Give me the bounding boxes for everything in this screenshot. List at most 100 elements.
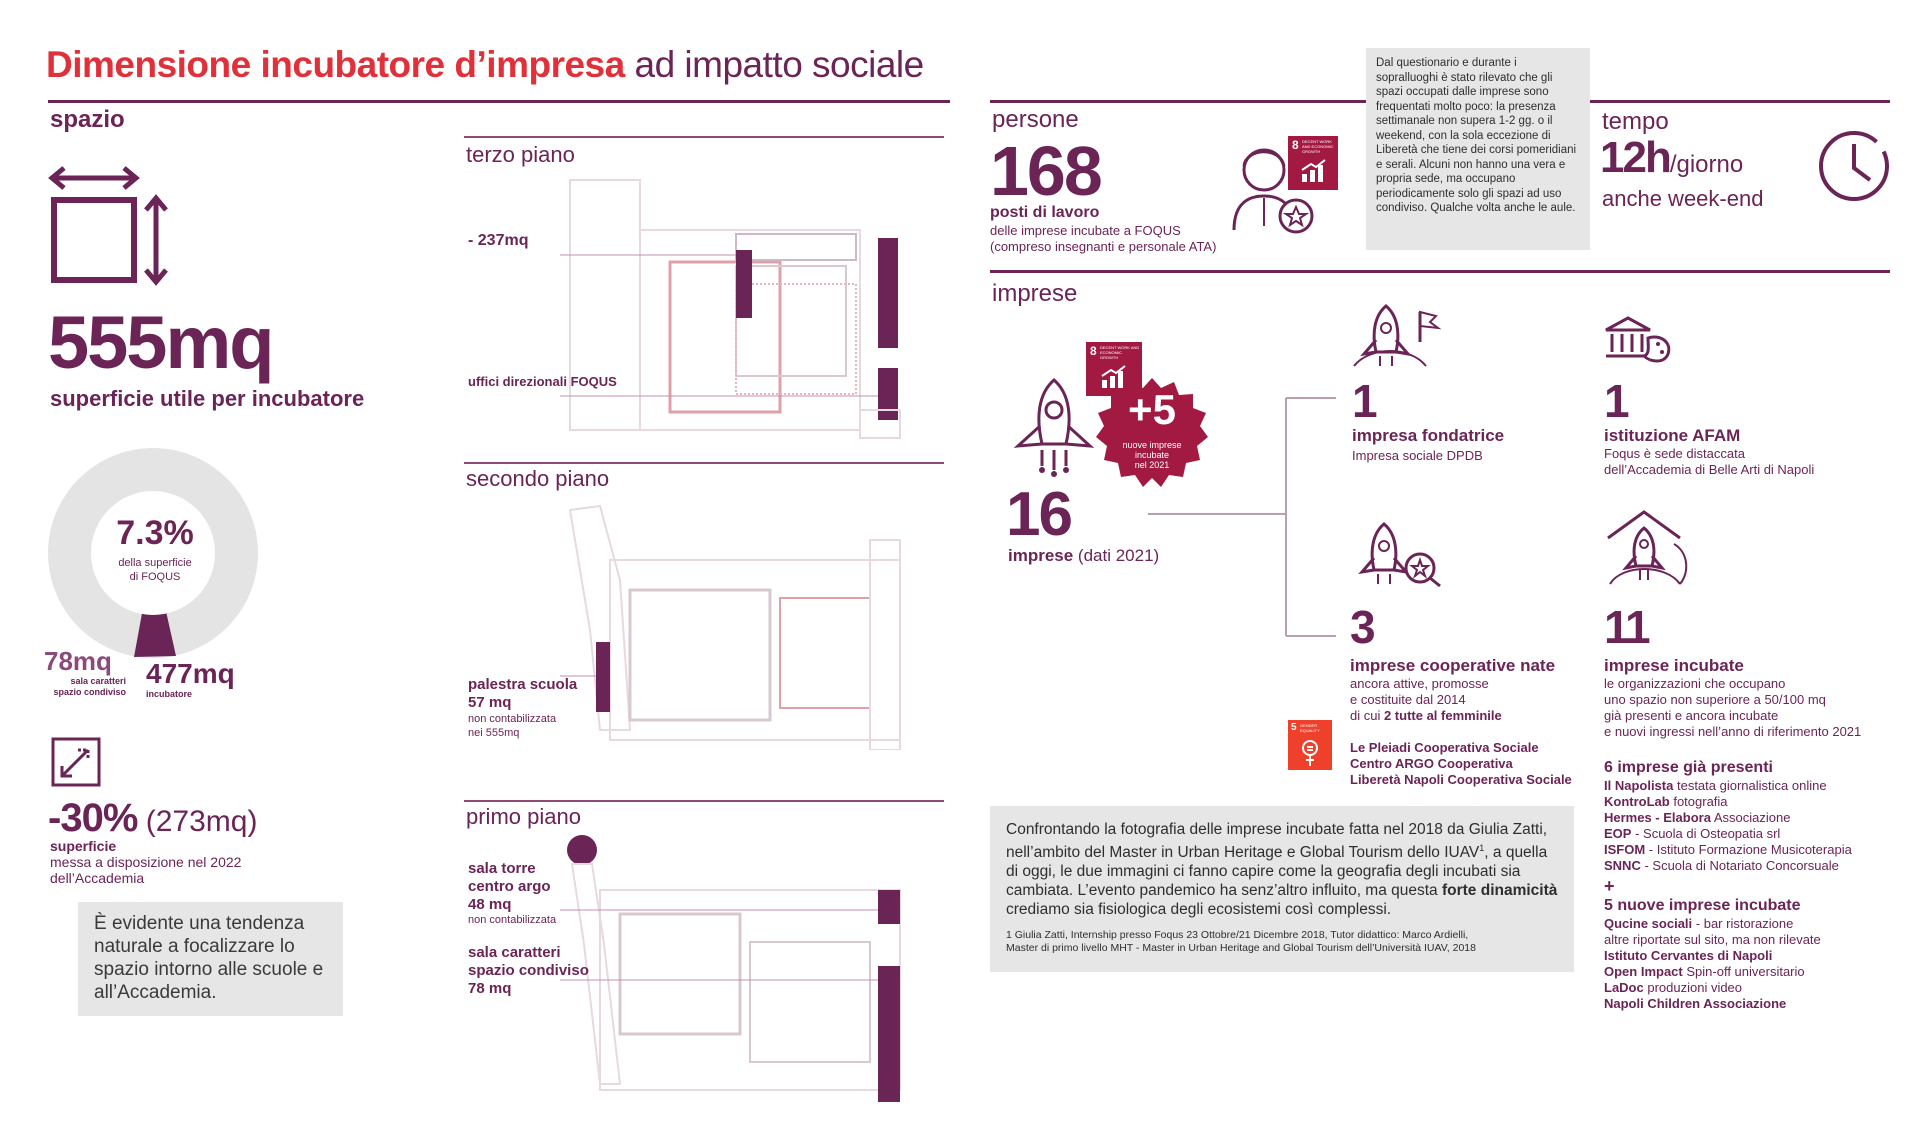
company-desc: - Scuola di Osteopatia srl [1631, 826, 1781, 841]
company-desc: fotografia [1669, 794, 1728, 809]
shared-caption-line: sala caratteri [70, 676, 126, 686]
rocket-house-icon [1607, 510, 1688, 585]
cooperative-title: imprese cooperative nate [1350, 656, 1556, 675]
floor-label-terzo: terzo piano [466, 142, 575, 167]
area-value: 555mq [48, 306, 274, 380]
list-item: KontroLab fotografia [1604, 794, 1852, 810]
reduction-line: dell’Accademia [50, 870, 145, 886]
company-name: SNNC [1604, 858, 1641, 873]
growth-chart-icon [1301, 159, 1326, 182]
primo-annotation-caratteri: sala caratteri spazio condiviso 78 mq [468, 944, 589, 998]
section-label-tempo: tempo [1602, 108, 1669, 135]
shared-caption-line: spazio condiviso [53, 687, 126, 697]
sdg8-badge-imprese: 8 DECENT WORK AND ECONOMIC GROWTH [1086, 342, 1142, 396]
divider [464, 136, 944, 138]
incubate-sub-line: e nuovi ingressi nell’anno di riferiment… [1604, 724, 1862, 739]
clock-icon [1819, 131, 1889, 201]
company-desc: - Istituto Formazione Musicoterapia [1645, 842, 1852, 857]
title-regular: ad impatto sociale [624, 44, 924, 85]
plus-sign: + [1604, 876, 1615, 896]
comparison-text-part: , a quella di oggi, le due immagini ci f… [1006, 844, 1548, 900]
secondo-annotation-sub-line: non contabilizzata [468, 713, 557, 725]
comparison-text-part: Confrontando la fotografia delle imprese… [1006, 821, 1548, 862]
spazio-note: È evidente una tendenza naturale a focal… [78, 902, 343, 1016]
company-name: EOP [1604, 826, 1632, 841]
sdg5-badge: 5 GENDER EQUALITY [1288, 720, 1332, 770]
sdg-number: 5 [1291, 722, 1297, 733]
fondatrice-number: 1 [1352, 375, 1378, 427]
imprese-total-caption-bold: imprese [1008, 546, 1074, 565]
company-name: KontroLab [1604, 794, 1670, 809]
badge-caption-line: nuove imprese [1122, 440, 1182, 450]
primo-annotation-sub: non contabilizzata [468, 914, 557, 926]
floor-plan-terzo [560, 179, 901, 439]
persone-caption: delle imprese incubate a FOQUS (compreso… [990, 223, 1216, 255]
afam-sub-line: dell’Accademia di Belle Arti di Napoli [1604, 462, 1815, 477]
badge-caption: nuove imprese incubate nel 2021 [1108, 440, 1196, 470]
cooperative-list-item: Centro ARGO Cooperativa [1350, 756, 1513, 771]
list-item: Hermes - Elabora Associazione [1604, 810, 1852, 826]
incubate-sub-line: le organizzazioni che occupano [1604, 676, 1786, 691]
cooperative-sub-line: e costituite dal 2014 [1350, 692, 1466, 707]
list-item: LaDoc produzioni video [1604, 980, 1852, 996]
list-item: SNNC - Scuola di Notariato Concorsuale [1604, 858, 1852, 874]
sdg8-badge-persone: 8 DECENT WORK AND ECONOMIC GROWTH [1288, 136, 1338, 190]
rocket-flag-icon [1353, 304, 1442, 367]
cooperative-sub: ancora attive, promosse e costituite dal… [1350, 676, 1502, 724]
cooperative-list: Le Pleiadi Cooperativa Sociale Centro AR… [1350, 740, 1572, 788]
floor-plan-primo [560, 835, 901, 1102]
questionnaire-note: Dal questionario e durante i sopralluogh… [1366, 48, 1590, 250]
imprese-total: 16 [1006, 480, 1073, 549]
area-unit: mq [165, 301, 274, 384]
tempo-value: 12h/giorno [1600, 136, 1743, 180]
footnote: 1 Giulia Zatti, Internship presso Foqus … [1006, 929, 1558, 955]
company-name: LaDoc [1604, 980, 1644, 995]
footnote-ref: 1 [1479, 843, 1485, 853]
divider [464, 800, 944, 802]
floor-label-primo: primo piano [466, 804, 581, 829]
donut-caption-line: di FOQUS [129, 571, 181, 583]
title-bold: Dimensione incubatore d’impresa [46, 44, 625, 85]
tempo-hours: 12h [1600, 133, 1672, 182]
list-item: Napoli Children Associazione [1604, 996, 1852, 1012]
primo-annotation-line: 78 mq [468, 980, 512, 997]
company-name: ISFOM [1604, 842, 1646, 857]
shared-caption: sala caratteri spazio condiviso [44, 676, 126, 698]
list-item: Istituto Cervantes di Napoli [1604, 948, 1852, 964]
section-label-spazio: spazio [50, 106, 125, 133]
persone-caption-line: (compreso insegnanti e personale ATA) [990, 239, 1217, 254]
badge-caption-line: nel 2021 [1134, 460, 1170, 470]
cooperative-list-item: Liberetà Napoli Cooperativa Sociale [1350, 772, 1572, 787]
company-desc: testata giornalistica online [1673, 778, 1827, 793]
company-desc: produzioni video [1643, 980, 1743, 995]
incubate-sub-line: già presenti e ancora incubate [1604, 708, 1779, 723]
incubate-title: imprese incubate [1604, 656, 1744, 675]
sdg-text: DECENT WORK AND ECONOMIC GROWTH [1100, 345, 1140, 360]
divider [990, 270, 1890, 273]
comparison-text-bold: forte dinamicità [1441, 882, 1558, 900]
cooperative-sub-text: di cui [1350, 708, 1384, 723]
sdg-text: GENDER EQUALITY [1300, 723, 1320, 733]
gender-equality-icon [1302, 740, 1318, 766]
list-item: ISFOM - Istituto Formazione Musicoterapi… [1604, 842, 1852, 858]
divider [464, 462, 944, 464]
imprese-total-caption: imprese (dati 2021) [1008, 546, 1159, 566]
terzo-annotation-offices: uffici direzionali FOQUS [468, 374, 617, 389]
primo-annotation-line: centro argo [468, 878, 551, 895]
donut-percent: 7.3% [116, 514, 194, 552]
footnote-line: Master di primo livello MHT - Master in … [1006, 942, 1476, 955]
page-title: Dimensione incubatore d’impresa ad impat… [46, 44, 924, 86]
secondo-annotation-line: 57 mq [468, 694, 512, 711]
reduction-value: -30% (273mq) [48, 796, 257, 841]
reduction-label: superficie [50, 838, 117, 854]
primo-annotation-line: 48 mq [468, 896, 512, 913]
divider [48, 100, 950, 103]
primo-annotation-line: sala caratteri [468, 944, 561, 961]
shared-value: 78mq [44, 646, 112, 676]
donut-caption: della superficie di FOQUS [90, 556, 220, 584]
company-name: Open Impact [1604, 964, 1683, 979]
resize-icon [51, 737, 101, 787]
primo-annotation-line: sala torre [468, 860, 536, 877]
cooperative-sub-bold: 2 tutte al femminile [1383, 708, 1502, 723]
tree-connector [1148, 397, 1336, 637]
